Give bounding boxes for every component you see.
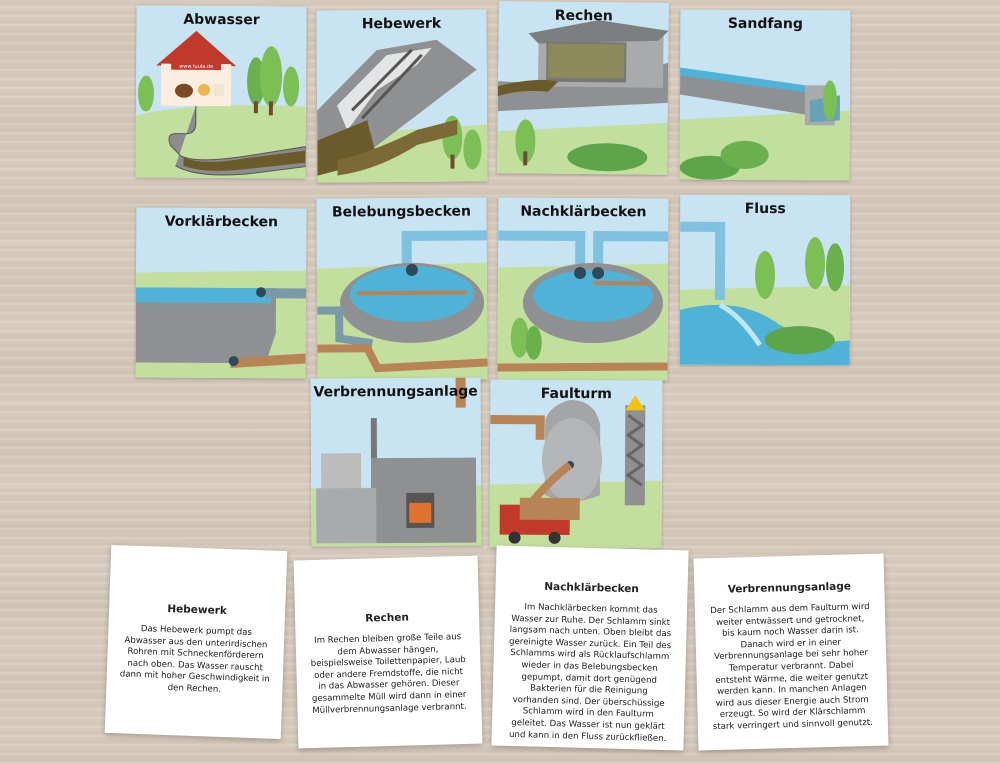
nachklaerbecken-illustration bbox=[497, 197, 669, 381]
text-card-rechen[interactable]: Rechen Im Rechen bleiben große Teile aus… bbox=[293, 555, 483, 749]
text-card-body: Im Nachklärbecken kommt das Wasser zur R… bbox=[508, 602, 672, 744]
sandfang-illustration bbox=[679, 9, 851, 181]
text-card-verbrennungsanlage[interactable]: Verbrennungsanlage Der Schlamm aus dem F… bbox=[693, 553, 889, 751]
card-hebewerk[interactable]: Hebewerk bbox=[316, 9, 488, 183]
text-card-title: Verbrennungsanlage bbox=[727, 580, 852, 596]
card-belebungsbecken[interactable]: Belebungsbecken bbox=[316, 197, 488, 381]
card-sandfang[interactable]: Sandfang bbox=[679, 9, 851, 181]
text-card-body: Das Hebewerk pumpt das Abwasser aus den … bbox=[119, 624, 270, 695]
abwasser-illustration: www.tuula.de bbox=[135, 5, 307, 179]
verbrennungsanlage-illustration bbox=[310, 377, 482, 547]
text-card-title: Rechen bbox=[365, 611, 410, 625]
card-fluss[interactable]: Fluss bbox=[679, 194, 851, 366]
text-card-title: Hebewerk bbox=[167, 602, 228, 618]
fluss-illustration bbox=[679, 194, 851, 366]
belebungsbecken-illustration bbox=[316, 197, 488, 381]
card-title: Verbrennungsanlage bbox=[313, 383, 478, 401]
text-card-body: Im Rechen bleiben große Teile aus dem Ab… bbox=[310, 632, 467, 716]
vorklaerbecken-illustration bbox=[135, 207, 307, 379]
faulturm-illustration bbox=[489, 379, 663, 549]
card-title: Faulturm bbox=[540, 385, 612, 403]
card-title: Fluss bbox=[744, 200, 786, 218]
rechen-illustration bbox=[497, 1, 669, 175]
card-title: Sandfang bbox=[727, 15, 803, 33]
text-card-title: Nachklärbecken bbox=[544, 580, 639, 596]
card-title: Nachklärbecken bbox=[520, 203, 647, 221]
card-abwasser[interactable]: www.tuula.de Abwasser bbox=[135, 5, 307, 179]
card-title: Belebungsbecken bbox=[331, 203, 472, 221]
card-rechen[interactable]: Rechen bbox=[497, 1, 669, 175]
text-card-hebewerk[interactable]: Hebewerk Das Hebewerk pumpt das Abwasser… bbox=[104, 544, 288, 740]
card-nachklaerbecken[interactable]: Nachklärbecken bbox=[497, 197, 669, 381]
hebewerk-illustration bbox=[316, 9, 488, 183]
text-card-body: Der Schlamm aus dem Faulturm wird weiter… bbox=[710, 601, 874, 733]
card-title: Abwasser bbox=[183, 11, 260, 29]
card-vorklaerbecken[interactable]: Vorklärbecken bbox=[135, 207, 307, 379]
card-title: Hebewerk bbox=[361, 15, 442, 33]
card-title: Rechen bbox=[554, 7, 613, 25]
text-card-nachklaerbecken[interactable]: Nachklärbecken Im Nachklärbecken kommt d… bbox=[491, 545, 689, 751]
card-title: Vorklärbecken bbox=[164, 213, 279, 231]
card-verbrennungsanlage[interactable]: Verbrennungsanlage bbox=[310, 377, 482, 547]
card-faulturm[interactable]: Faulturm bbox=[489, 379, 663, 549]
house-sign-text: www.tuula.de bbox=[179, 64, 213, 70]
